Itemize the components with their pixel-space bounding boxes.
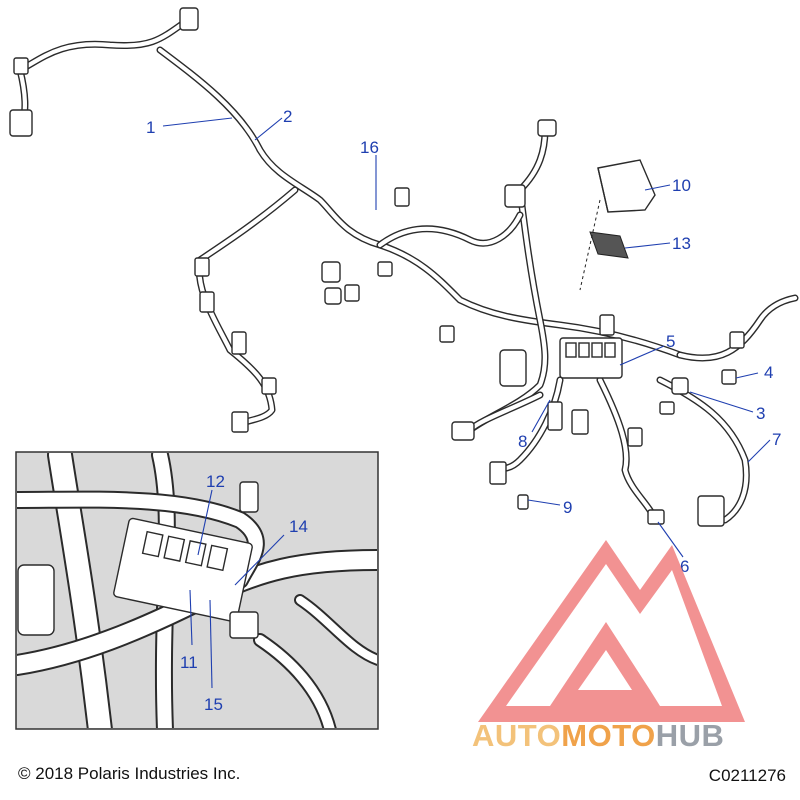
callout-11: 11 <box>180 653 198 672</box>
callout-8: 8 <box>518 432 527 451</box>
callout-4: 4 <box>764 363 773 382</box>
connectors <box>9 7 745 527</box>
callout-15: 15 <box>204 695 223 714</box>
fuse-label-decal <box>589 231 629 259</box>
watermark-word-auto: AUTO <box>472 718 562 753</box>
main-harness <box>16 18 799 524</box>
callout-3: 3 <box>756 404 765 423</box>
callout-5: 5 <box>666 332 675 351</box>
callout-6: 6 <box>680 557 689 576</box>
watermark-word-hub: HUB <box>655 718 725 753</box>
callout-12: 12 <box>206 472 225 491</box>
watermark-word-moto: MOTO <box>561 718 656 753</box>
callout-2: 2 <box>283 107 292 126</box>
callout-16: 16 <box>360 138 379 157</box>
drawing-code: C0211276 <box>708 766 786 785</box>
callout-9: 9 <box>563 498 572 517</box>
watermark-logo <box>478 540 745 722</box>
fuse-relay-box <box>559 337 623 379</box>
control-module <box>597 159 656 213</box>
callout-10: 10 <box>672 176 691 195</box>
callout-7: 7 <box>772 430 781 449</box>
callout-1: 1 <box>146 118 155 137</box>
callout-14: 14 <box>289 517 308 536</box>
watermark-wordmark: AUTOMOTOHUB <box>472 718 724 754</box>
callout-13: 13 <box>672 234 691 253</box>
callout-group <box>162 117 771 558</box>
inset-detail <box>15 451 379 730</box>
copyright-text: © 2018 Polaris Industries Inc. <box>18 764 241 783</box>
